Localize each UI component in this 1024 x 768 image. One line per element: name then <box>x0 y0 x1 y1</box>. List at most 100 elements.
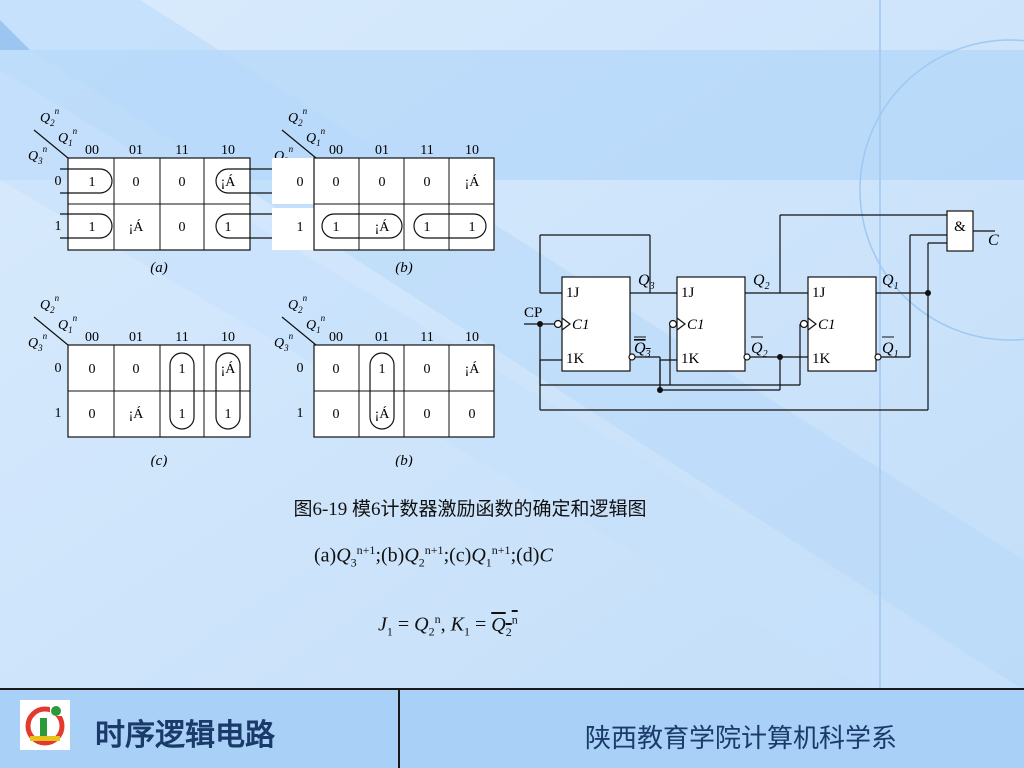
corner-mid-label: Q1n <box>306 313 326 335</box>
formula-outputs: (a)Q3n+1;(b)Q2n+1;(c)Q1n+1;(d)C <box>314 543 553 571</box>
corner-left-label: Q3n <box>28 331 48 353</box>
flipflop-box-3 <box>807 276 877 372</box>
cell-value: 0 <box>469 407 476 422</box>
row-header: 0 <box>297 361 304 376</box>
formula-part: (a) <box>314 544 337 567</box>
inversion-bubble <box>553 319 563 329</box>
col-header: 10 <box>465 143 479 158</box>
corner-diagonal <box>281 129 317 159</box>
row-header: 1 <box>297 406 304 421</box>
col-header: 11 <box>175 330 188 345</box>
gate-symbol: & <box>954 219 966 235</box>
cell-value: 1 <box>379 362 386 377</box>
formula-sub: 1 <box>485 555 492 570</box>
grouping-loop <box>169 352 195 430</box>
flipflop-2-q: Q2 <box>753 272 770 292</box>
formula-part: ;(d) <box>510 544 540 567</box>
junction-dot <box>777 354 783 360</box>
cell-value: 0 <box>424 362 431 377</box>
cell-value: 1 <box>179 362 186 377</box>
corner-diagonal <box>33 316 69 346</box>
flipflop-3-qbar: Q1 <box>882 340 899 360</box>
kmap-label: (c) <box>151 453 168 467</box>
corner-left-label: Q3n <box>274 331 294 353</box>
corner-top-label: Q2n <box>40 293 60 315</box>
cell-value: 1 <box>225 220 232 235</box>
cell-value: 1 <box>469 220 476 235</box>
formula-sup: n+1 <box>424 543 444 557</box>
kmap-label: (a) <box>150 260 168 276</box>
formula-part: = <box>469 613 492 636</box>
output-label: C <box>988 232 999 249</box>
cell-value: ¡Á <box>375 218 391 235</box>
circuit-wires <box>524 210 995 411</box>
footer-title: 时序逻辑电路 <box>95 718 275 753</box>
corner-top-label: Q2n <box>288 106 308 128</box>
cell-value: 1 <box>225 407 232 422</box>
col-header: 10 <box>221 143 235 158</box>
row-header: 1 <box>55 219 62 234</box>
flipflop-2-k: 1K <box>681 351 700 367</box>
kmap-d: Q2n Q1n Q3n 00 01 11 10 0 1 0 1 0 ¡Á 0 ¡… <box>272 287 502 472</box>
formula-sub: 1 <box>463 624 470 639</box>
flipflop-box-1 <box>561 276 631 372</box>
formula-part: Q <box>404 544 419 567</box>
col-header: 01 <box>375 330 389 345</box>
col-header: 01 <box>129 143 143 158</box>
row-header: 0 <box>55 174 62 189</box>
grouping-loop <box>215 168 272 194</box>
footer-bar: 时序逻辑电路 陕西教育学院计算机科学系 <box>0 688 1024 768</box>
cell-value: 0 <box>179 220 186 235</box>
corner-diagonal <box>281 316 317 346</box>
kmap-c-svg: Q2n Q1n Q3n 00 01 11 10 0 1 0 0 1 ¡Á 0 ¡… <box>28 293 251 469</box>
cell-value: ¡Á <box>129 218 145 235</box>
formula-sub: 3 <box>350 555 357 570</box>
cell-value: 0 <box>89 407 96 422</box>
kmap-label: (b) <box>395 453 413 467</box>
cell-value: 0 <box>333 407 340 422</box>
flipflop-2-qbar: Q2 <box>751 340 768 360</box>
cell-value: 1 <box>424 220 431 235</box>
grouping-loop <box>369 352 395 430</box>
formula-sup: n <box>434 612 441 626</box>
kmap-b: Q2n Q1n Q3n 00 01 11 10 0 1 0 0 0 ¡Á 1 ¡… <box>272 100 502 285</box>
corner-diagonal <box>33 129 69 159</box>
formula-part: K <box>450 613 464 636</box>
cell-value: 0 <box>133 175 140 190</box>
col-header: 00 <box>85 143 99 158</box>
inversion-bubble <box>799 319 809 329</box>
formula-sup: n <box>511 612 518 626</box>
inversion-bubble <box>628 353 636 361</box>
kmap-a-svg: Q2n Q1n Q3n 00 01 11 10 0 1 1 0 0 ¡Á 1 ¡… <box>28 106 272 276</box>
footer-department: 陕西教育学院计算机科学系 <box>585 724 898 754</box>
flipflop-3-j: 1J <box>812 285 826 301</box>
cell-value: 1 <box>179 407 186 422</box>
cell-value: 0 <box>297 175 304 190</box>
formula-part: = <box>392 613 415 636</box>
cell-value: 0 <box>333 362 340 377</box>
kmap-a: Q2n Q1n Q3n 00 01 11 10 0 1 1 0 0 ¡Á 1 ¡… <box>28 100 278 285</box>
grouping-loop <box>413 213 487 239</box>
logic-circuit: & C CP 1J C1 1K Q3 Q3 1J C1 1K Q2 Q2 1J … <box>524 210 999 411</box>
junction-dot <box>537 321 543 327</box>
corner-left-label: Q3n <box>28 144 48 166</box>
col-header: 10 <box>465 330 479 345</box>
corner-mid-label: Q1n <box>58 313 78 335</box>
cell-value: ¡Á <box>221 360 237 377</box>
formula-part: ;(c) <box>443 544 472 567</box>
formula-part: Q <box>491 613 506 636</box>
cell-value: 0 <box>424 175 431 190</box>
row-header: 1 <box>55 406 62 421</box>
col-header: 11 <box>420 143 433 158</box>
kmap-c: Q2n Q1n Q3n 00 01 11 10 0 1 0 0 1 ¡Á 0 ¡… <box>28 287 278 472</box>
formula-part: Q <box>471 544 486 567</box>
cell-value: 0 <box>379 175 386 190</box>
formula-sup: n+1 <box>356 543 376 557</box>
flipflop-1-q: Q3 <box>638 272 655 292</box>
kmap-label: (b) <box>395 260 413 276</box>
cell-value: 1 <box>333 220 340 235</box>
col-header: 11 <box>175 143 188 158</box>
junction-dot <box>925 290 931 296</box>
flipflop-2-c: C1 <box>687 317 705 333</box>
flipflop-3-c: C1 <box>818 317 836 333</box>
